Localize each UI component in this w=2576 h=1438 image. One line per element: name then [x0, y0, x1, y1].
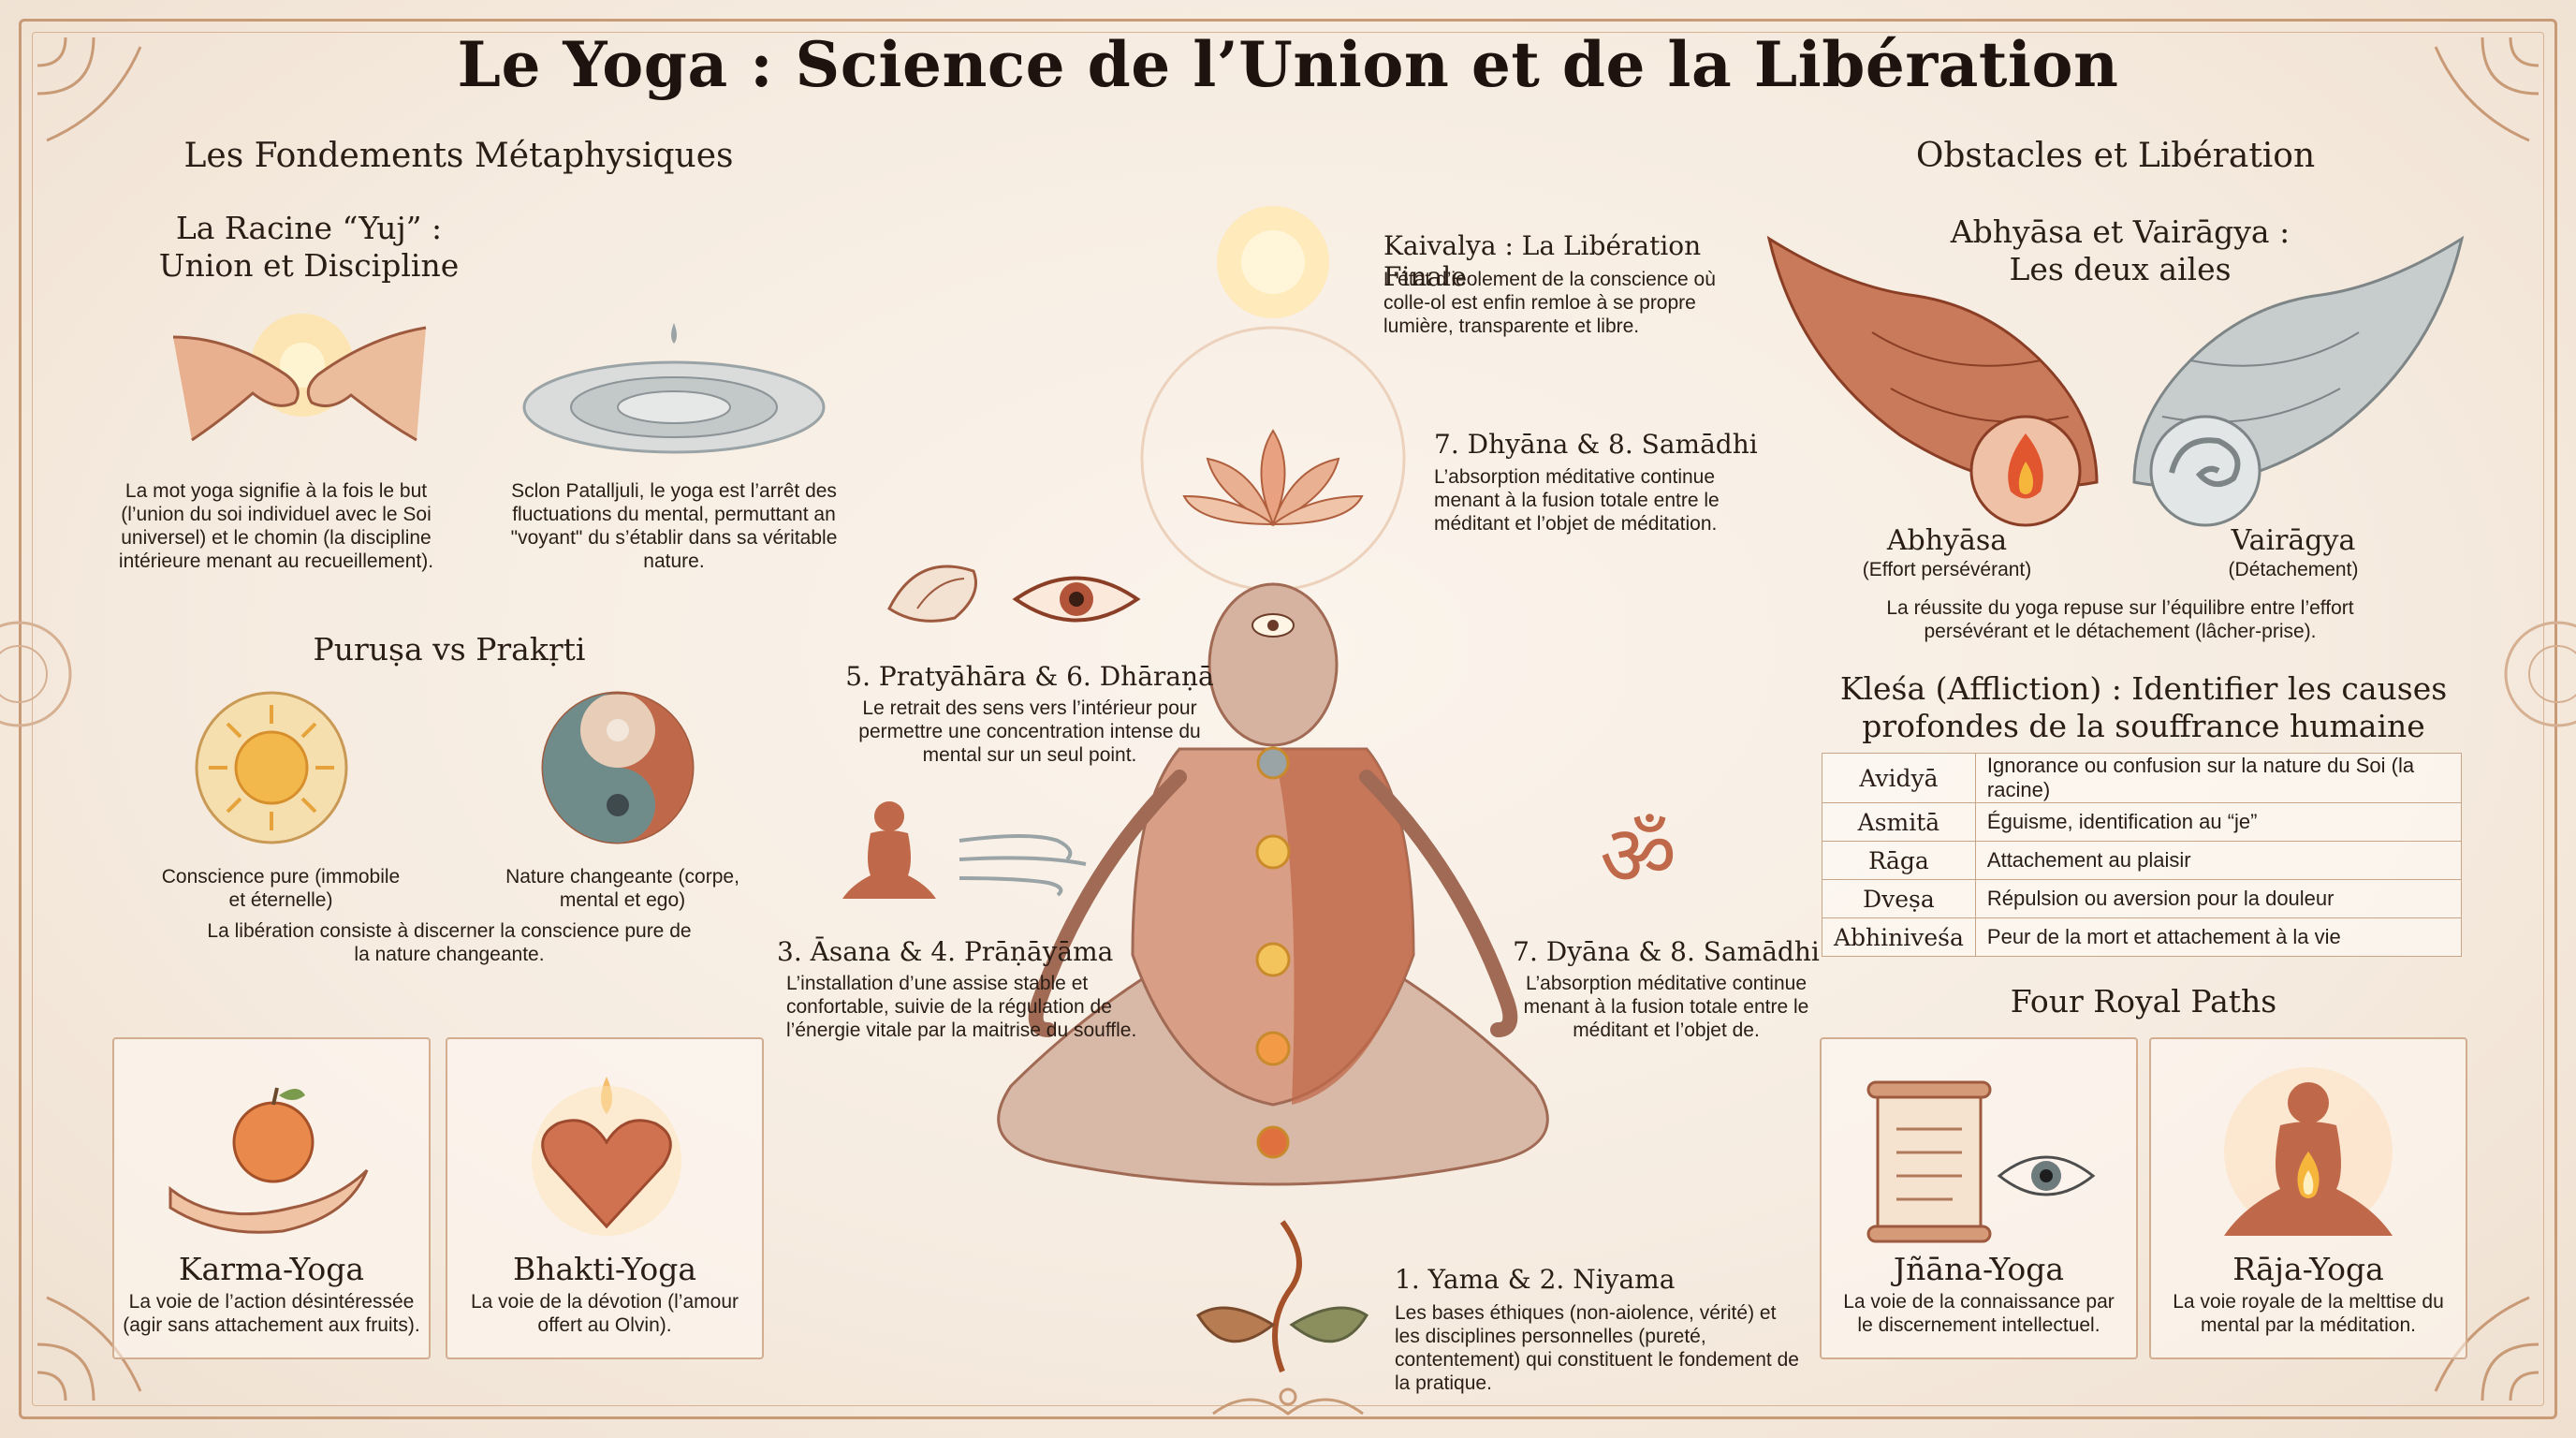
om-symbol-icon: ॐ: [1599, 807, 1677, 905]
jnana-yoga-title: Jñāna-Yoga: [1893, 1251, 2065, 1287]
abhyasa-sublabel: (Effort persévérant): [1862, 559, 2032, 580]
wings-title-line2: Les deux ailes: [2009, 251, 2232, 287]
klesa-term: Asmitā: [1822, 802, 1976, 842]
sun-icon: [195, 691, 348, 844]
apple-in-hand-icon: [168, 1087, 369, 1234]
meditating-figure-icon: [997, 582, 1549, 1186]
side-mandala-icon: [2504, 621, 2576, 727]
vairagya-label: Vairāgya: [2231, 524, 2356, 557]
pratyahara-title: 5. Pratyāhāra & 6. Dhāraṇā: [845, 661, 1214, 692]
klesa-definition: Peur de la mort et attachement à la vie: [1974, 917, 2463, 957]
leaves-sprout-icon: [1195, 1220, 1369, 1373]
raja-yoga-title: Rāja-Yoga: [2232, 1251, 2384, 1287]
page-title: Le Yoga : Science de l’Union et de la Li…: [457, 28, 2119, 101]
yama-text: Les bases éthiques (non-aiolence, vérité…: [1395, 1302, 1799, 1394]
breath-wind-icon: [959, 834, 1087, 897]
klesa-definition: Répulsion ou aversion pour la douleur: [1974, 879, 2463, 918]
halo-glow-icon: [1140, 206, 1406, 592]
abhyasa-label: Abhyāsa: [1886, 524, 2008, 557]
bhakti-yoga-card: Bhakti-Yoga La voie de la dévotion (l’am…: [446, 1037, 764, 1359]
royal-paths-heading: Four Royal Paths: [2010, 983, 2277, 1020]
klesa-term: Abhiniveśa: [1822, 917, 1976, 957]
dhyana-top-title: 7. Dhyāna & 8. Samādhi: [1434, 429, 1758, 460]
pratyahara-text: Le retrait des sens vers l’intérieur pou…: [858, 697, 1201, 766]
karma-yoga-text: La voie de l’action désintéressée (agir …: [123, 1291, 420, 1336]
water-ripple-icon: [522, 323, 826, 454]
klesa-term: Dveṣa: [1822, 879, 1976, 918]
dhyana-top-text: L’absorption méditative continue menant …: [1434, 466, 1720, 535]
wings-text: La réussite du yoga repuse sur l’équilib…: [1886, 597, 2354, 642]
purusa-label: Conscience pure (immobile et éternelle): [161, 866, 401, 911]
lotus-icon: [1182, 429, 1364, 527]
corner-ornament-icon: [2434, 1296, 2539, 1401]
section-heading-obstacles: Obstacles et Libération: [1915, 137, 2316, 175]
jnana-yoga-text: La voie de la connaissance par le discer…: [1843, 1291, 2115, 1336]
klesa-definition: Attachement au plaisir: [1974, 841, 2463, 880]
klesa-title-line2: profondes de la souffrance humaine: [1862, 708, 2425, 744]
dyana-right-text: L’absorption méditative continue menant …: [1523, 973, 1809, 1041]
corner-ornament-icon: [37, 37, 142, 142]
kaivalya-title: Kaivalya : La Libération Finale: [1383, 230, 1702, 292]
meditator-flame-icon: [2224, 1067, 2393, 1236]
prakrti-label: Nature changeante (corpe, mental et ego): [505, 866, 739, 911]
outer-frame: [19, 19, 2557, 1419]
klesa-definition: Éguisme, identification au “je”: [1974, 802, 2463, 842]
scroll-and-eye-icon: [1866, 1080, 2096, 1243]
corner-ornament-icon: [2434, 37, 2539, 142]
fire-wing-icon: [1766, 235, 2099, 527]
raja-yoga-text: La voie royale de la melttise du mental …: [2173, 1291, 2444, 1336]
air-wing-icon: [2132, 235, 2465, 527]
kaivalya-text: L’état d’ieolement de la conscience où c…: [1383, 269, 1716, 337]
karma-yoga-title: Karma-Yoga: [178, 1251, 365, 1287]
karma-yoga-card: Karma-Yoga La voie de l’action désintére…: [112, 1037, 431, 1359]
yuj-title-line2: Union et Discipline: [158, 247, 460, 284]
bhakti-yoga-text: La voie de la dévotion (l’amour offert a…: [470, 1291, 739, 1336]
klesa-definition: Ignorance ou confusion sur la nature du …: [1974, 753, 2463, 803]
bottom-ornament-icon: [1212, 1387, 1364, 1416]
swirl-nature-icon: [541, 691, 695, 844]
third-eye-icon: [1012, 576, 1141, 623]
klesa-term: Avidyā: [1822, 753, 1976, 803]
purusa-text: La libération consiste à discerner la co…: [207, 920, 692, 965]
asana-text: L’installation d’une assise stable et co…: [786, 973, 1137, 1041]
joined-hands-icon: [172, 314, 427, 442]
small-meditator-icon: [842, 801, 936, 899]
yama-title: 1. Yama & 2. Niyama: [1395, 1264, 1676, 1295]
klesa-title-line1: Kleśa (Affliction) : Identifier les caus…: [1839, 670, 2448, 707]
vairagya-sublabel: (Détachement): [2228, 559, 2359, 580]
dyana-right-title: 7. Dyāna & 8. Samādhi: [1513, 936, 1820, 967]
conch-shell-icon: [887, 565, 977, 623]
yuj-title-line1: La Racine “Yuj” :: [175, 210, 443, 246]
purusa-prakrti-title: Puruṣa vs Prakṛti: [313, 631, 586, 668]
asana-title: 3. Āsana & 4. Prāṇāyāma: [777, 936, 1114, 967]
bhakti-yoga-title: Bhakti-Yoga: [512, 1251, 697, 1287]
section-heading-foundations: Les Fondements Métaphysiques: [183, 137, 734, 175]
raja-yoga-card: Rāja-Yoga La voie royale de la melttise …: [2149, 1037, 2467, 1359]
flaming-heart-icon: [532, 1077, 681, 1236]
jnana-yoga-card: Jñāna-Yoga La voie de la connaissance pa…: [1820, 1037, 2138, 1359]
wings-title-line1: Abhyāsa et Vairāgya :: [1950, 213, 2291, 250]
corner-ornament-icon: [37, 1296, 142, 1401]
klesa-term: Rāga: [1822, 841, 1976, 880]
side-mandala-icon: [0, 621, 72, 727]
yuj-text-patanjali: Sclon Patalljuli, le yoga est l’arrêt de…: [510, 480, 838, 572]
yuj-text-meaning: La mot yoga signifie à la fois le but (l…: [118, 480, 434, 572]
